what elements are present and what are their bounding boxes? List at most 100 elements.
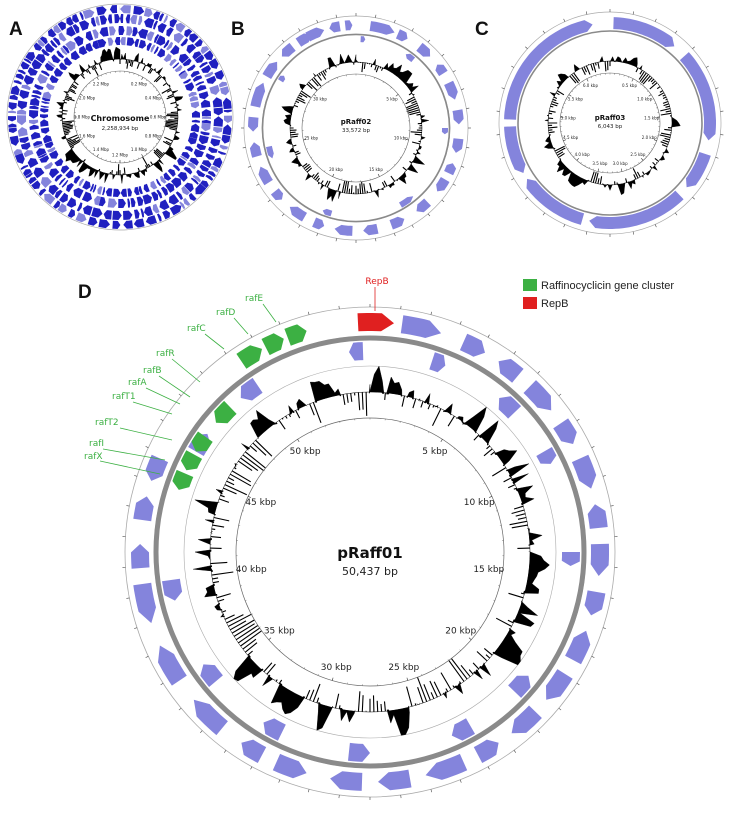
chromosome-tick-label-4: 1.0 Mbp [131, 147, 148, 152]
praff03-feature-2 [686, 152, 711, 188]
praff03-size: 6,043 bp [598, 124, 623, 130]
praff02-feature-5 [416, 42, 431, 57]
praff01-outer-feature-23 [145, 454, 169, 481]
praff01-tick-label-5: 30 kbp [321, 663, 352, 673]
praff01-size: 50,437 bp [342, 565, 398, 578]
praff01-tick-label-6: 35 kbp [264, 627, 295, 637]
praff01-outer-feature-5 [571, 454, 597, 489]
praff03-feature-1 [679, 52, 716, 141]
praff02-feature-8 [452, 109, 464, 125]
praff02-inner-feature-3 [399, 196, 414, 208]
praff01-outer-feature-19 [158, 645, 187, 686]
praff03-tick-label-9: 5.0 kbp [561, 115, 576, 120]
praff02-feature-1 [329, 21, 341, 33]
praff03-tick-label-7: 4.0 kbp [575, 152, 590, 157]
gene-label-rafD: rafD [216, 308, 235, 318]
praff01-inner-feature-2 [498, 396, 522, 419]
praff01-outer-feature-13 [425, 753, 468, 780]
praff03-tick-label-0: 0.5 kbp [622, 83, 637, 88]
praff02-feature-23 [262, 61, 278, 79]
praff02-feature-18 [270, 188, 284, 201]
praff03-feature-4 [526, 178, 585, 225]
praff03-feature-6 [504, 20, 593, 120]
chromosome-tick-label-7: 1.6 Mbp [79, 133, 96, 138]
praff03-title: pRaff03 [595, 114, 626, 122]
praff02-tick-label-4: 25 kbp [304, 136, 318, 141]
praff02-inner-feature-6 [278, 75, 286, 83]
praff01-inner-feature-3 [536, 447, 557, 464]
praff03-tick-label-4: 2.5 kbp [630, 152, 645, 157]
legend-swatch-cluster [523, 279, 537, 291]
praff03-feature-5 [504, 126, 526, 173]
gene-label-rafT2: rafT2 [95, 418, 119, 428]
gene-label-rafA: rafA [128, 378, 147, 388]
praff01-tick-label-4: 25 kbp [388, 663, 419, 673]
praff03-tick-label-6: 3.5 kbp [592, 161, 607, 166]
panel-letter-b: B [231, 19, 245, 40]
legend-swatch-repb [523, 297, 537, 309]
legend-label-repb: RepB [541, 298, 569, 310]
praff03-tick-label-11: 6.0 kbp [583, 83, 598, 88]
praff02-feature-21 [248, 116, 259, 132]
praff02-feature-3 [369, 21, 395, 35]
praff01-outer-feature-18 [193, 699, 228, 736]
praff02-inner-feature-2 [441, 128, 448, 135]
praff02-feature-4 [395, 29, 408, 42]
praff01-cluster-inner-2 [180, 450, 203, 471]
praff01-outer-feature-6 [587, 504, 608, 529]
praff01-outer-feature-10 [546, 669, 573, 700]
praff01-inner-feature-8 [263, 718, 286, 741]
praff02-size: 33,572 bp [342, 128, 370, 134]
praff01-inner-feature-5 [508, 675, 531, 698]
gene-label-rafI: rafI [89, 439, 104, 449]
praff02-feature-24 [281, 42, 296, 57]
gene-label-rafC: rafC [187, 324, 206, 334]
praff01-cluster-inner-1 [191, 431, 213, 452]
praff01-cluster-outer-2 [284, 324, 307, 346]
praff01-cluster-inner-0 [214, 400, 237, 424]
praff02-feature-12 [416, 198, 431, 213]
praff01-outer-feature-15 [330, 771, 363, 791]
praff02-feature-19 [258, 166, 273, 186]
praff03-tick-label-8: 4.5 kbp [563, 135, 578, 140]
gene-label-rafR: rafR [156, 349, 175, 359]
praff02-feature-17 [289, 206, 307, 222]
chromosome-tick-label-1: 0.4 Mbp [145, 95, 162, 100]
praff01-outer-feature-1 [459, 333, 485, 357]
gene-label-leaders [99, 303, 277, 475]
panel-letter-d: D [78, 282, 92, 303]
praff01-inner-feature-12 [240, 377, 263, 401]
praff02-inner-feature-1 [405, 53, 416, 63]
praff01-outer-feature-12 [473, 739, 499, 763]
praff01-inner-feature-0 [349, 342, 364, 361]
praff03-tick-label-10: 5.5 kbp [568, 97, 583, 102]
praff02-feature-16 [312, 217, 325, 230]
praff03-tick-label-5: 3.0 kbp [613, 161, 628, 166]
praff01-inner-feature-9 [200, 664, 223, 687]
repb-label: RepB [365, 277, 388, 287]
praff01-tick-label-2: 15 kbp [473, 565, 504, 575]
praff01-outer-feature-7 [590, 543, 609, 576]
praff01-outer-feature-11 [511, 705, 542, 734]
praff02-tick-label-2: 15 kbp [369, 167, 383, 172]
praff02-feature-2 [344, 20, 353, 31]
praff02-tick-label-0: 5 kbp [386, 97, 398, 102]
praff01-cluster-inner-3 [172, 469, 194, 490]
praff01-tick-label-8: 45 kbp [245, 498, 276, 508]
praff01-inner-feature-4 [561, 552, 580, 566]
chromosome-tick-label-9: 2.0 Mbp [79, 95, 96, 100]
praff03-feature-0 [613, 17, 675, 47]
praff02-tick-label-1: 10 kbp [394, 136, 408, 141]
panel-letter-c: C [475, 19, 489, 40]
praff01-outer-feature-21 [131, 544, 150, 569]
praff01-cluster-outer-0 [236, 345, 262, 369]
praff03-tick-label-3: 2.0 kbp [642, 135, 657, 140]
chromosome-size: 2,258,934 bp [102, 126, 139, 132]
chromosome-tick-label-0: 0.2 Mbp [131, 81, 148, 86]
praff01-tick-label-0: 5 kbp [422, 447, 448, 457]
praff02-feature-11 [436, 177, 450, 192]
praff01-cluster-outer-1 [261, 333, 284, 356]
praff01-tick-label-9: 50 kbp [290, 447, 321, 457]
praff01-inner-feature-6 [451, 718, 475, 741]
